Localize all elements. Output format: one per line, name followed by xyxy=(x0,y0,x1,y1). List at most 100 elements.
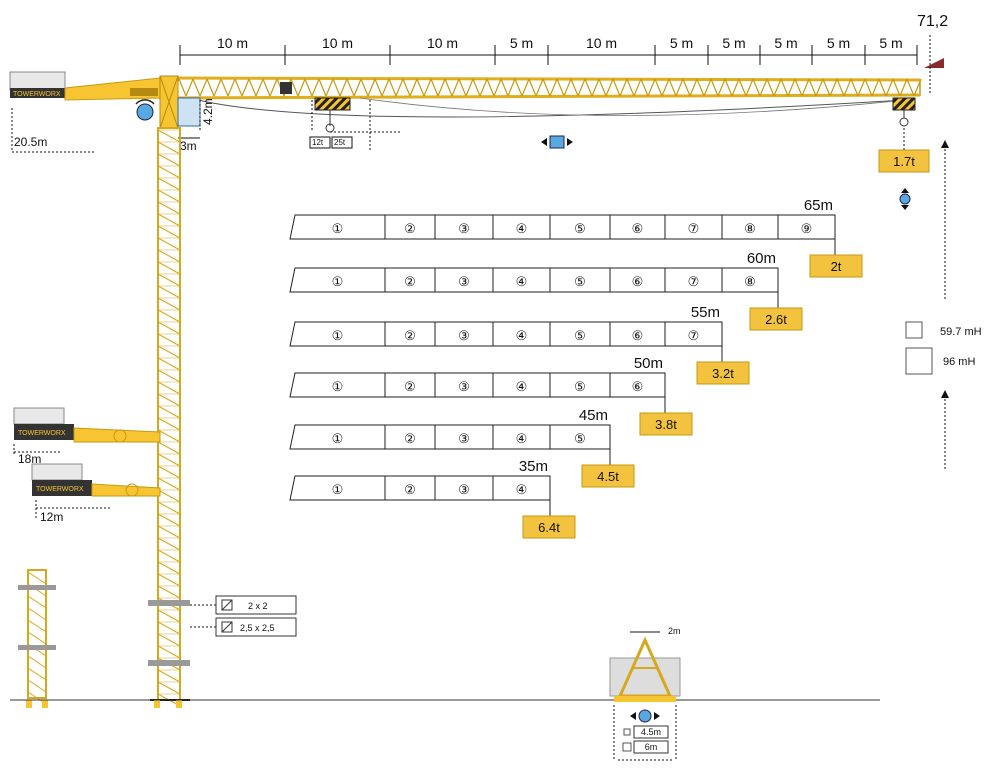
tip-load-label: 1.7t xyxy=(893,154,915,169)
jib-brace xyxy=(367,78,376,97)
jib-brace xyxy=(661,78,670,97)
jib-brace xyxy=(605,78,614,97)
jib-brace xyxy=(682,78,691,97)
mast-brace xyxy=(157,345,181,359)
jib-brace xyxy=(717,78,726,97)
mast-brace xyxy=(157,129,181,143)
mast-brace xyxy=(157,549,181,563)
jib-brace xyxy=(395,78,404,97)
segment-number: ⑤ xyxy=(574,221,586,236)
jib-brace xyxy=(591,78,600,97)
height-label-1: 59.7 mH xyxy=(940,326,982,338)
mast-brace xyxy=(157,573,181,587)
dimension-ticks xyxy=(179,45,918,65)
jib-brace xyxy=(780,78,789,97)
jib-brace xyxy=(773,78,782,97)
jib-brace xyxy=(654,78,663,97)
jib-brace xyxy=(542,78,551,97)
jib-brace xyxy=(759,78,768,97)
segment-number: ② xyxy=(404,274,416,289)
jib-brace xyxy=(766,78,775,97)
mast-brace xyxy=(157,213,181,227)
height-legend: 59.7 mH 96 mH xyxy=(905,321,982,375)
mast-brace xyxy=(157,561,181,575)
jib-brace xyxy=(535,78,544,97)
jib-brace xyxy=(724,78,733,97)
jib-brace xyxy=(465,78,474,97)
dimension-label: 5 m xyxy=(827,35,850,51)
jib-brace xyxy=(570,78,579,97)
load-box xyxy=(749,307,803,331)
jib-brace xyxy=(829,78,838,97)
segment-number: ④ xyxy=(516,482,528,497)
load-label: 6.4t xyxy=(538,520,560,535)
segment-number: ① xyxy=(332,431,344,446)
mast-brace xyxy=(157,333,181,347)
load-label: 3.8t xyxy=(655,417,677,432)
jib-brace xyxy=(388,78,397,97)
segment-number: ⑥ xyxy=(632,221,644,236)
jib-brace xyxy=(794,78,803,97)
jib-brace xyxy=(906,78,915,97)
mast-brace xyxy=(157,297,181,311)
mast-brace xyxy=(157,165,181,179)
cab-width-label: 3m xyxy=(180,139,197,153)
segment-number: ② xyxy=(404,431,416,446)
jib-brace xyxy=(451,78,460,97)
jib-brace xyxy=(444,78,453,97)
mast-brace xyxy=(157,405,181,419)
jib-brace xyxy=(409,78,418,97)
dimension-label: 10 m xyxy=(217,35,248,51)
jib-brace xyxy=(864,78,873,97)
segment-number: ① xyxy=(332,328,344,343)
mast-brace xyxy=(157,153,181,167)
jib-brace xyxy=(213,78,222,97)
jib-brace xyxy=(668,78,677,97)
max-height-label: 71,2 xyxy=(917,13,948,30)
jib-brace xyxy=(248,78,257,97)
base-option-2: 6m xyxy=(645,742,658,752)
jib-brace xyxy=(374,78,383,97)
dimension-label: 10 m xyxy=(586,35,617,51)
jib-length-label: 65m xyxy=(804,197,833,214)
trolley-travel-icon xyxy=(541,135,573,149)
mast-brace xyxy=(157,669,181,683)
mast-brace xyxy=(157,645,181,659)
jib-brace xyxy=(297,78,306,97)
jib-brace xyxy=(493,78,502,97)
dimension-label: 5 m xyxy=(879,35,902,51)
mast-brace xyxy=(157,201,181,215)
jib-brace xyxy=(647,78,656,97)
segment-number: ⑦ xyxy=(688,221,700,236)
mast-brace xyxy=(157,585,181,599)
jib-brace xyxy=(479,78,488,97)
counterjib-12m: TOWERWORX 12m xyxy=(31,463,161,524)
jib-brace xyxy=(521,78,530,97)
jib-length-label: 60m xyxy=(747,250,776,267)
jib-brace xyxy=(745,78,754,97)
jib-config-outline xyxy=(289,321,723,347)
jib-brace xyxy=(185,78,194,97)
jib-brace xyxy=(458,78,467,97)
jib-length-label: 35m xyxy=(519,458,548,475)
jib-brace xyxy=(192,78,201,97)
mast-brace xyxy=(157,369,181,383)
segment-number: ⑤ xyxy=(574,274,586,289)
segment-number: ① xyxy=(332,274,344,289)
jib-brace xyxy=(234,78,243,97)
jib-brace xyxy=(640,78,649,97)
load-box xyxy=(809,254,863,278)
dimension-label: 10 m xyxy=(322,35,353,51)
jib-brace xyxy=(619,78,628,97)
dimension-label: 5 m xyxy=(722,35,745,51)
segment-number: ③ xyxy=(458,482,470,497)
jib-brace xyxy=(549,78,558,97)
jib-brace xyxy=(227,78,236,97)
mast-brace xyxy=(157,477,181,491)
